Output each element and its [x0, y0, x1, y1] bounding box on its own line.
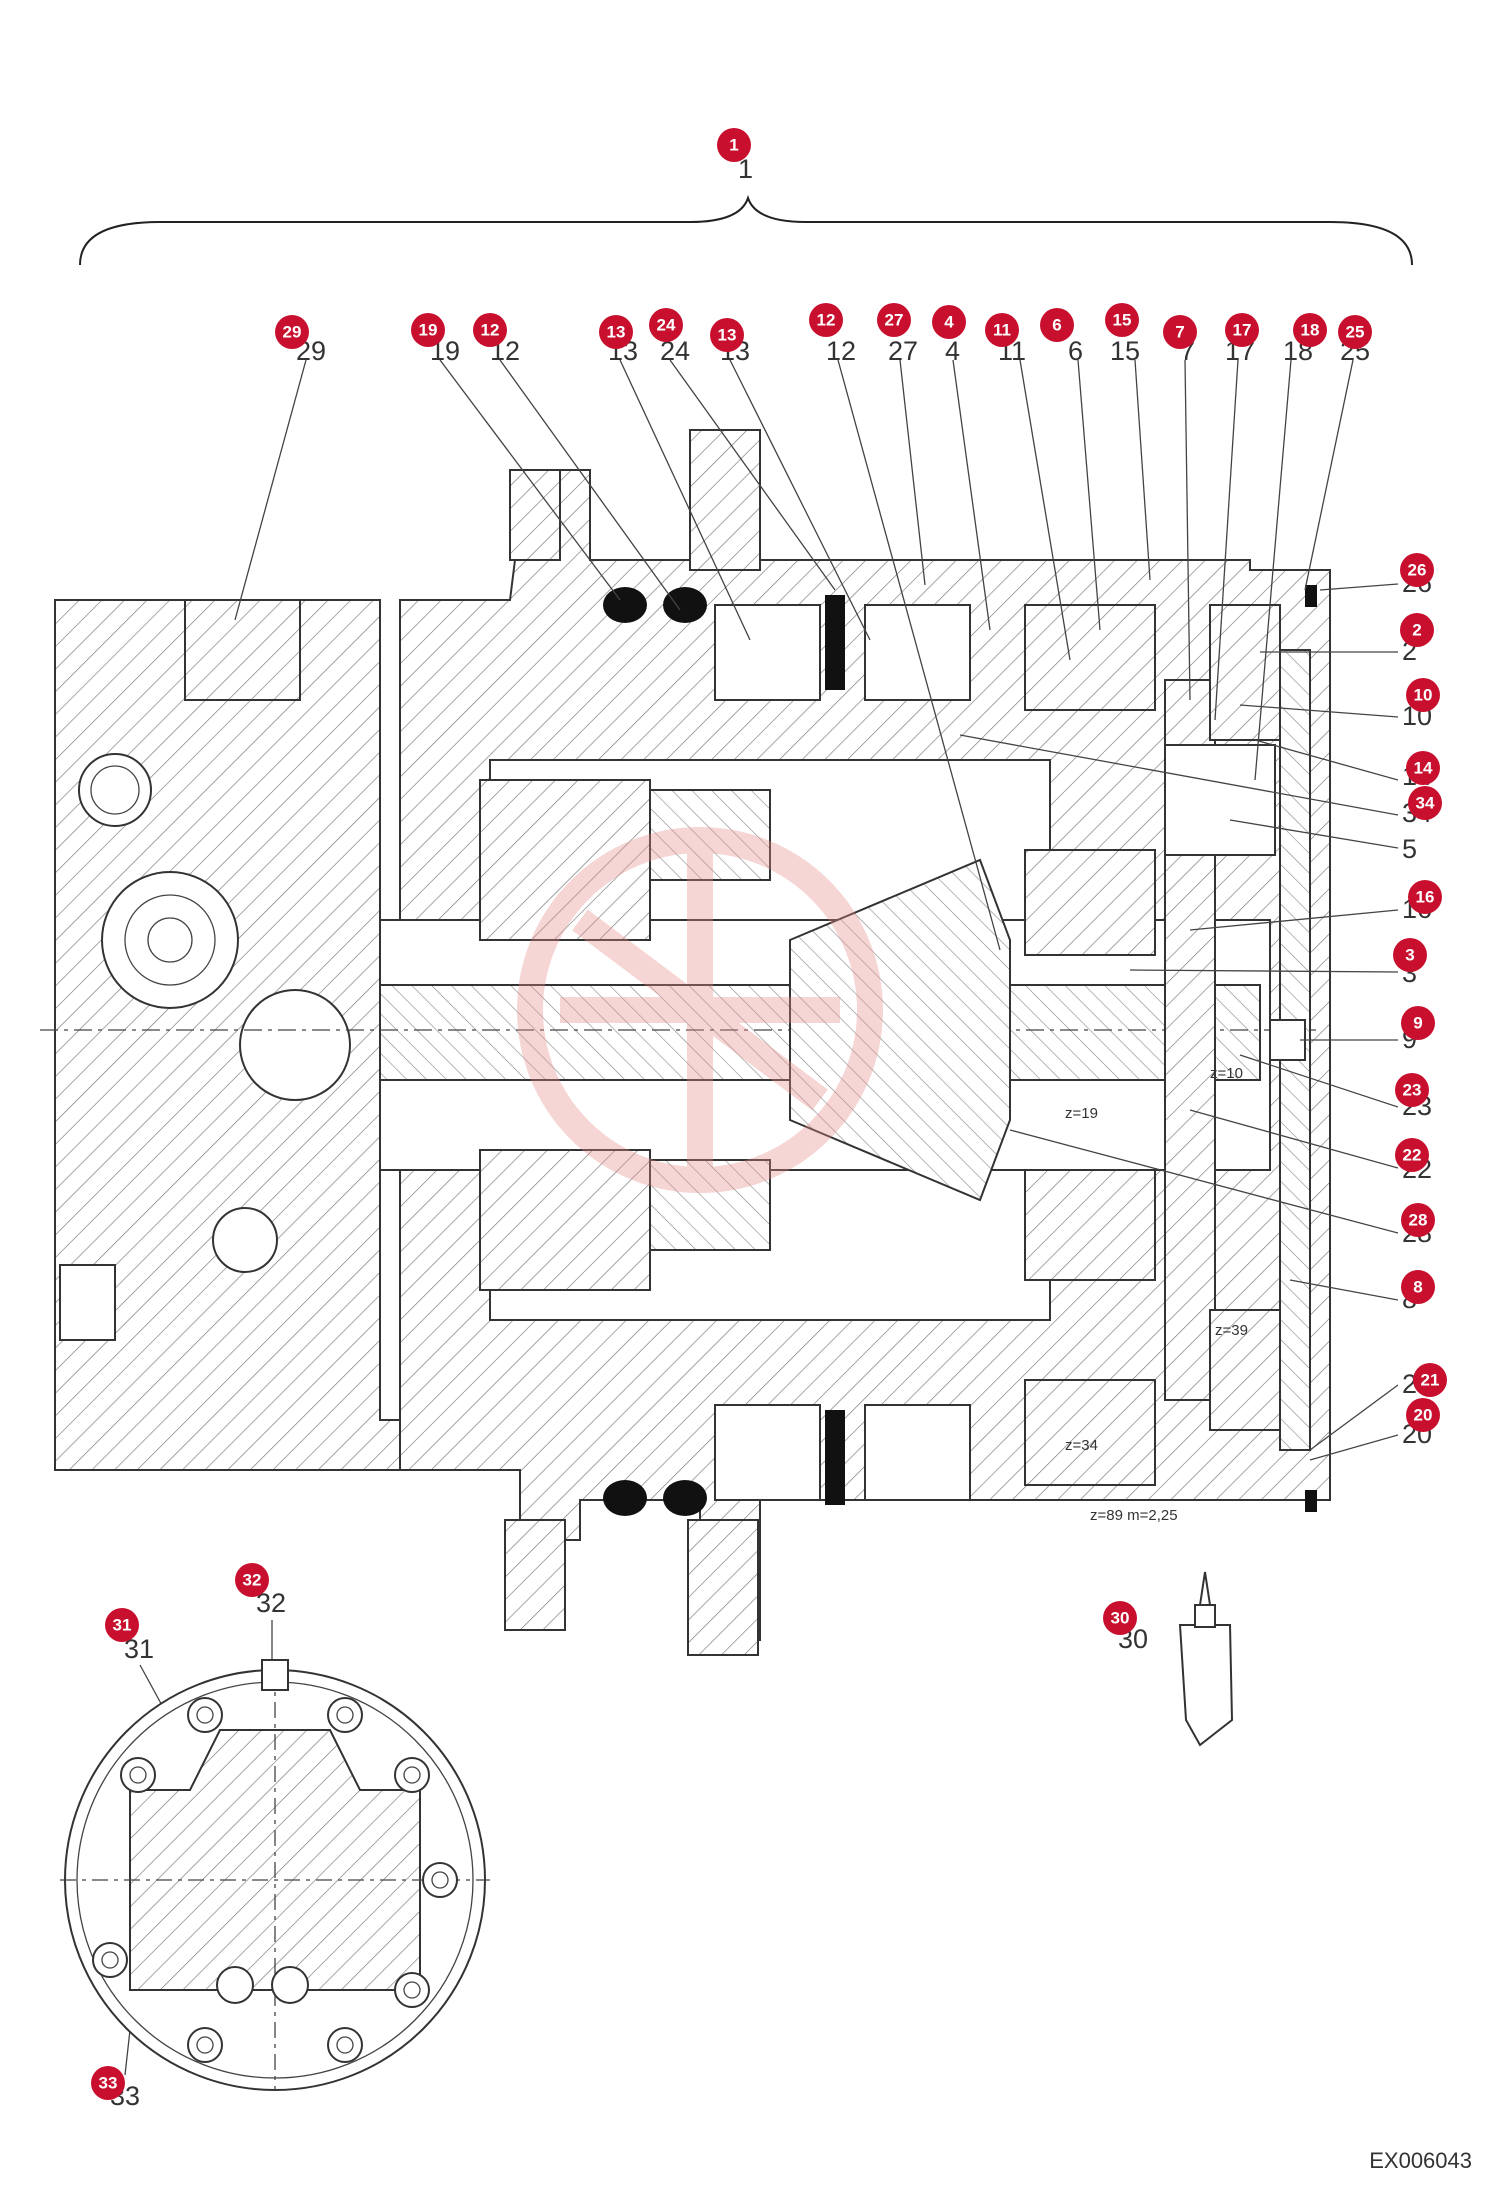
plabel-1: 1 — [738, 154, 753, 184]
callout-24[interactable]: 24 — [649, 308, 683, 342]
callout-9[interactable]: 9 — [1401, 1006, 1435, 1040]
svg-text:12: 12 — [481, 321, 500, 340]
plabel-27: 27 — [888, 336, 918, 366]
document-code: EX006043 — [1369, 2148, 1472, 2173]
svg-text:13: 13 — [718, 326, 737, 345]
callout-12b[interactable]: 12 — [809, 303, 843, 337]
svg-text:18: 18 — [1301, 321, 1320, 340]
svg-text:17: 17 — [1233, 321, 1252, 340]
callout-20[interactable]: 20 — [1406, 1398, 1440, 1432]
svg-text:27: 27 — [885, 311, 904, 330]
callout-29[interactable]: 29 — [275, 315, 309, 349]
svg-text:2: 2 — [1412, 621, 1421, 640]
end-view — [60, 1659, 490, 2091]
svg-text:9: 9 — [1413, 1014, 1422, 1033]
svg-text:10: 10 — [1414, 686, 1433, 705]
callout-23[interactable]: 23 — [1395, 1073, 1429, 1107]
svg-text:14: 14 — [1414, 759, 1433, 778]
svg-text:26: 26 — [1408, 561, 1427, 580]
svg-text:4: 4 — [944, 313, 954, 332]
callout-34[interactable]: 34 — [1408, 786, 1442, 820]
adhesive-tube — [1178, 1571, 1234, 1747]
callout-7[interactable]: 7 — [1163, 315, 1197, 349]
callout-6[interactable]: 6 — [1040, 308, 1074, 342]
svg-text:31: 31 — [113, 1616, 132, 1635]
svg-text:13: 13 — [607, 323, 626, 342]
plabel-12b: 12 — [826, 336, 856, 366]
callout-18[interactable]: 18 — [1293, 313, 1327, 347]
callout-27[interactable]: 27 — [877, 303, 911, 337]
callout-15[interactable]: 15 — [1105, 303, 1139, 337]
svg-text:33: 33 — [99, 2074, 118, 2093]
gear-label-ring: z=89 m=2,25 — [1090, 1507, 1178, 1524]
svg-text:1: 1 — [729, 136, 738, 155]
svg-text:29: 29 — [283, 323, 302, 342]
gear-label-sun2: z=10 — [1210, 1065, 1243, 1082]
callout-10[interactable]: 10 — [1406, 678, 1440, 712]
plabel-4: 4 — [945, 336, 960, 366]
callout-13a[interactable]: 13 — [599, 315, 633, 349]
gear-label-planet1: z=34 — [1065, 1437, 1098, 1454]
callout-33[interactable]: 33 — [91, 2066, 125, 2100]
svg-text:8: 8 — [1413, 1278, 1422, 1297]
callout-32[interactable]: 32 — [235, 1563, 269, 1597]
plabel-5: 5 — [1402, 834, 1417, 864]
gear-label-planet2: z=39 — [1215, 1322, 1248, 1339]
svg-text:16: 16 — [1416, 888, 1435, 907]
callout-14[interactable]: 14 — [1406, 751, 1440, 785]
callout-31[interactable]: 31 — [105, 1608, 139, 1642]
svg-text:6: 6 — [1052, 316, 1061, 335]
svg-text:32: 32 — [243, 1571, 262, 1590]
svg-text:25: 25 — [1346, 323, 1365, 342]
svg-text:7: 7 — [1175, 323, 1184, 342]
callout-8[interactable]: 8 — [1401, 1270, 1435, 1304]
assembly-brace — [79, 194, 1413, 266]
plabel-6: 6 — [1068, 336, 1083, 366]
callout-4[interactable]: 4 — [932, 305, 966, 339]
callout-17[interactable]: 17 — [1225, 313, 1259, 347]
svg-text:15: 15 — [1113, 311, 1132, 330]
svg-text:12: 12 — [817, 311, 836, 330]
callout-25[interactable]: 25 — [1338, 315, 1372, 349]
callout-11[interactable]: 11 — [985, 313, 1019, 347]
final-drive-cross-section: z=19 z=10 z=39 z=34 z=89 m=2,25 — [40, 429, 1331, 1656]
svg-text:34: 34 — [1416, 794, 1435, 813]
svg-text:21: 21 — [1421, 1371, 1440, 1390]
callout-22[interactable]: 22 — [1395, 1138, 1429, 1172]
callout-3[interactable]: 3 — [1393, 938, 1427, 972]
svg-text:20: 20 — [1414, 1406, 1433, 1425]
callout-19[interactable]: 19 — [411, 313, 445, 347]
callout-26[interactable]: 26 — [1400, 553, 1434, 587]
watermark-logo — [517, 827, 883, 1193]
callout-28[interactable]: 28 — [1401, 1203, 1435, 1237]
svg-text:23: 23 — [1403, 1081, 1422, 1100]
callout-1[interactable]: 1 — [717, 128, 751, 162]
svg-text:28: 28 — [1409, 1211, 1428, 1230]
callout-21[interactable]: 21 — [1413, 1363, 1447, 1397]
callout-2[interactable]: 2 — [1400, 613, 1434, 647]
gear-label-sun: z=19 — [1065, 1105, 1098, 1122]
svg-text:22: 22 — [1403, 1146, 1422, 1165]
callout-16[interactable]: 16 — [1408, 880, 1442, 914]
callout-badges[interactable]: 1 29 19 12 13 24 13 12 27 4 11 6 15 7 17… — [91, 128, 1447, 2100]
callout-13b[interactable]: 13 — [710, 318, 744, 352]
plabel-15: 15 — [1110, 336, 1140, 366]
callout-30[interactable]: 30 — [1103, 1601, 1137, 1635]
svg-text:3: 3 — [1405, 946, 1414, 965]
svg-text:19: 19 — [419, 321, 438, 340]
svg-text:30: 30 — [1111, 1609, 1130, 1628]
callout-12a[interactable]: 12 — [473, 313, 507, 347]
svg-text:11: 11 — [993, 321, 1011, 340]
svg-text:24: 24 — [657, 316, 676, 335]
